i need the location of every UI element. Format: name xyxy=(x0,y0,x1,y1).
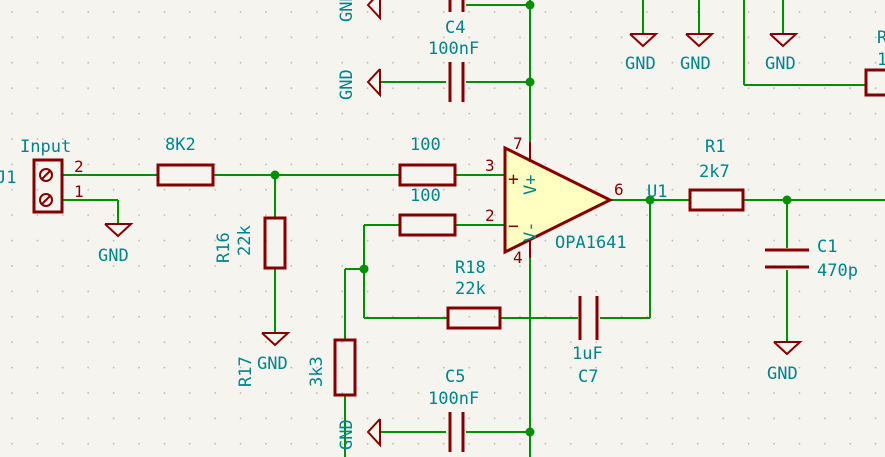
capacitor-c7[interactable] xyxy=(578,296,599,340)
pin-label-4: 4 xyxy=(513,248,523,267)
label-gnd-top-1: GND xyxy=(625,54,656,74)
resistor-100-minus[interactable] xyxy=(398,213,457,237)
label-gnd-top-2: GND xyxy=(680,54,711,74)
label-c4-val: 100nF xyxy=(428,39,479,59)
wires xyxy=(62,0,885,457)
resistor-8k2[interactable] xyxy=(156,163,215,187)
label-vplus: V+ xyxy=(521,175,541,195)
opamp-plus-sign: + xyxy=(508,169,519,190)
capacitor-c5[interactable] xyxy=(448,412,465,452)
junction-dot xyxy=(645,195,655,205)
pin-label-1: 1 xyxy=(74,182,84,201)
resistor-r16[interactable] xyxy=(263,216,287,270)
junctions xyxy=(270,0,792,437)
connector-j1[interactable] xyxy=(32,158,64,214)
opamp-minus-sign: − xyxy=(508,216,519,237)
label-r17-val: 3k3 xyxy=(307,356,327,387)
label-c7-ref: C7 xyxy=(578,367,598,387)
label-j1: J1 xyxy=(0,168,16,188)
resistor-r1[interactable] xyxy=(688,188,745,212)
label-gnd-c4-top: GND xyxy=(337,0,357,22)
label-r17-ref: R17 xyxy=(236,356,256,387)
label-opamp-value: OPA1641 xyxy=(555,233,627,253)
junction-dot xyxy=(525,77,535,87)
pin-label-3: 3 xyxy=(485,156,495,175)
pin-label-2b: 2 xyxy=(485,206,495,225)
label-gnd-top-3: GND xyxy=(765,54,796,74)
resistor-100-plus[interactable] xyxy=(398,163,457,187)
label-edge-r-ref: R xyxy=(877,28,885,48)
label-c4-ref: C4 xyxy=(445,18,465,38)
label-r1-ref: R1 xyxy=(705,137,725,157)
label-gnd-j1: GND xyxy=(98,246,129,266)
gnd-symbols xyxy=(104,0,803,448)
label-r16-val: 22k xyxy=(235,225,255,256)
label-edge-r-val: 1 xyxy=(877,50,885,70)
pin-label-6: 6 xyxy=(614,180,624,199)
label-r-100-plus: 100 xyxy=(410,135,441,155)
junction-dot xyxy=(525,427,535,437)
capacitor-c1[interactable] xyxy=(765,248,809,269)
resistor-r18[interactable] xyxy=(446,306,502,330)
junction-dot xyxy=(525,0,535,10)
junction-dot xyxy=(359,264,369,274)
resistor-r17[interactable] xyxy=(333,338,357,397)
pin-label-7: 7 xyxy=(513,134,523,153)
label-r-8k2: 8K2 xyxy=(165,135,196,155)
label-c5-ref: C5 xyxy=(445,367,465,387)
capacitor-c4[interactable] xyxy=(448,62,465,102)
label-gnd-c4: GND xyxy=(337,69,357,100)
label-r18-ref: R18 xyxy=(455,258,486,278)
label-vminus: V- xyxy=(521,222,541,242)
resistor-edge[interactable] xyxy=(864,68,885,97)
label-r-100-minus: 100 xyxy=(410,186,441,206)
label-c1-ref: C1 xyxy=(817,237,837,257)
opamp-u1[interactable] xyxy=(503,142,614,258)
label-u1-ref: U1 xyxy=(647,182,667,202)
junction-dot xyxy=(782,195,792,205)
label-r16-ref: R16 xyxy=(214,232,234,263)
label-c5-val: 100nF xyxy=(428,389,479,409)
pin-label-2: 2 xyxy=(74,157,84,176)
label-gnd-c1: GND xyxy=(767,364,798,384)
junction-dot xyxy=(270,170,280,180)
label-c1-val: 470p xyxy=(817,261,858,281)
label-r18-val: 22k xyxy=(455,279,486,299)
label-c7-val: 1uF xyxy=(572,344,603,364)
label-r1-val: 2k7 xyxy=(699,162,730,182)
label-gnd-r17: GND xyxy=(337,419,357,450)
label-input: Input xyxy=(20,137,71,157)
label-gnd-r16: GND xyxy=(257,354,288,374)
capacitor-c4-partial[interactable] xyxy=(448,0,465,12)
